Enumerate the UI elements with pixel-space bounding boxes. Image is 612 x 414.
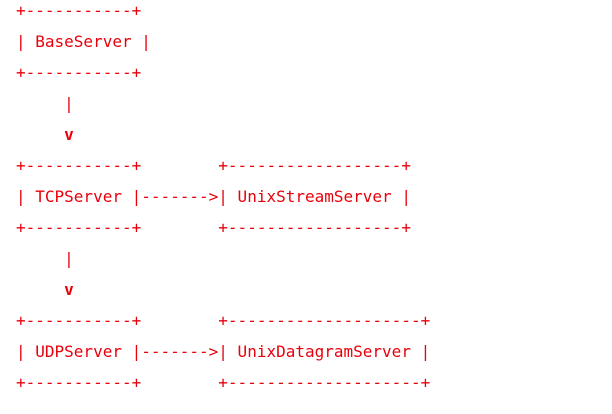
baseserver-box-bottom: +-----------+ <box>16 63 142 82</box>
tcp-unixstream-row-label: | TCPServer |------->| UnixStreamServer … <box>16 187 411 206</box>
arrow-down-1: v <box>16 125 74 144</box>
connector-line-2: | <box>16 249 74 268</box>
tcp-unixstream-box-top: +-----------+ +------------------+ <box>16 156 411 175</box>
udp-unixdatagram-box-top: +-----------+ +--------------------+ <box>16 311 431 330</box>
connector-line-1: | <box>16 94 74 113</box>
baseserver-box-label: | BaseServer | <box>16 32 151 51</box>
udp-unixdatagram-row-label: | UDPServer |------->| UnixDatagramServe… <box>16 342 431 361</box>
arrow-down-2: v <box>16 280 74 299</box>
udp-unixdatagram-box-bottom: +-----------+ +--------------------+ <box>16 373 431 392</box>
tcp-unixstream-box-bottom: +-----------+ +------------------+ <box>16 218 411 237</box>
baseserver-box-top: +-----------+ <box>16 1 142 20</box>
